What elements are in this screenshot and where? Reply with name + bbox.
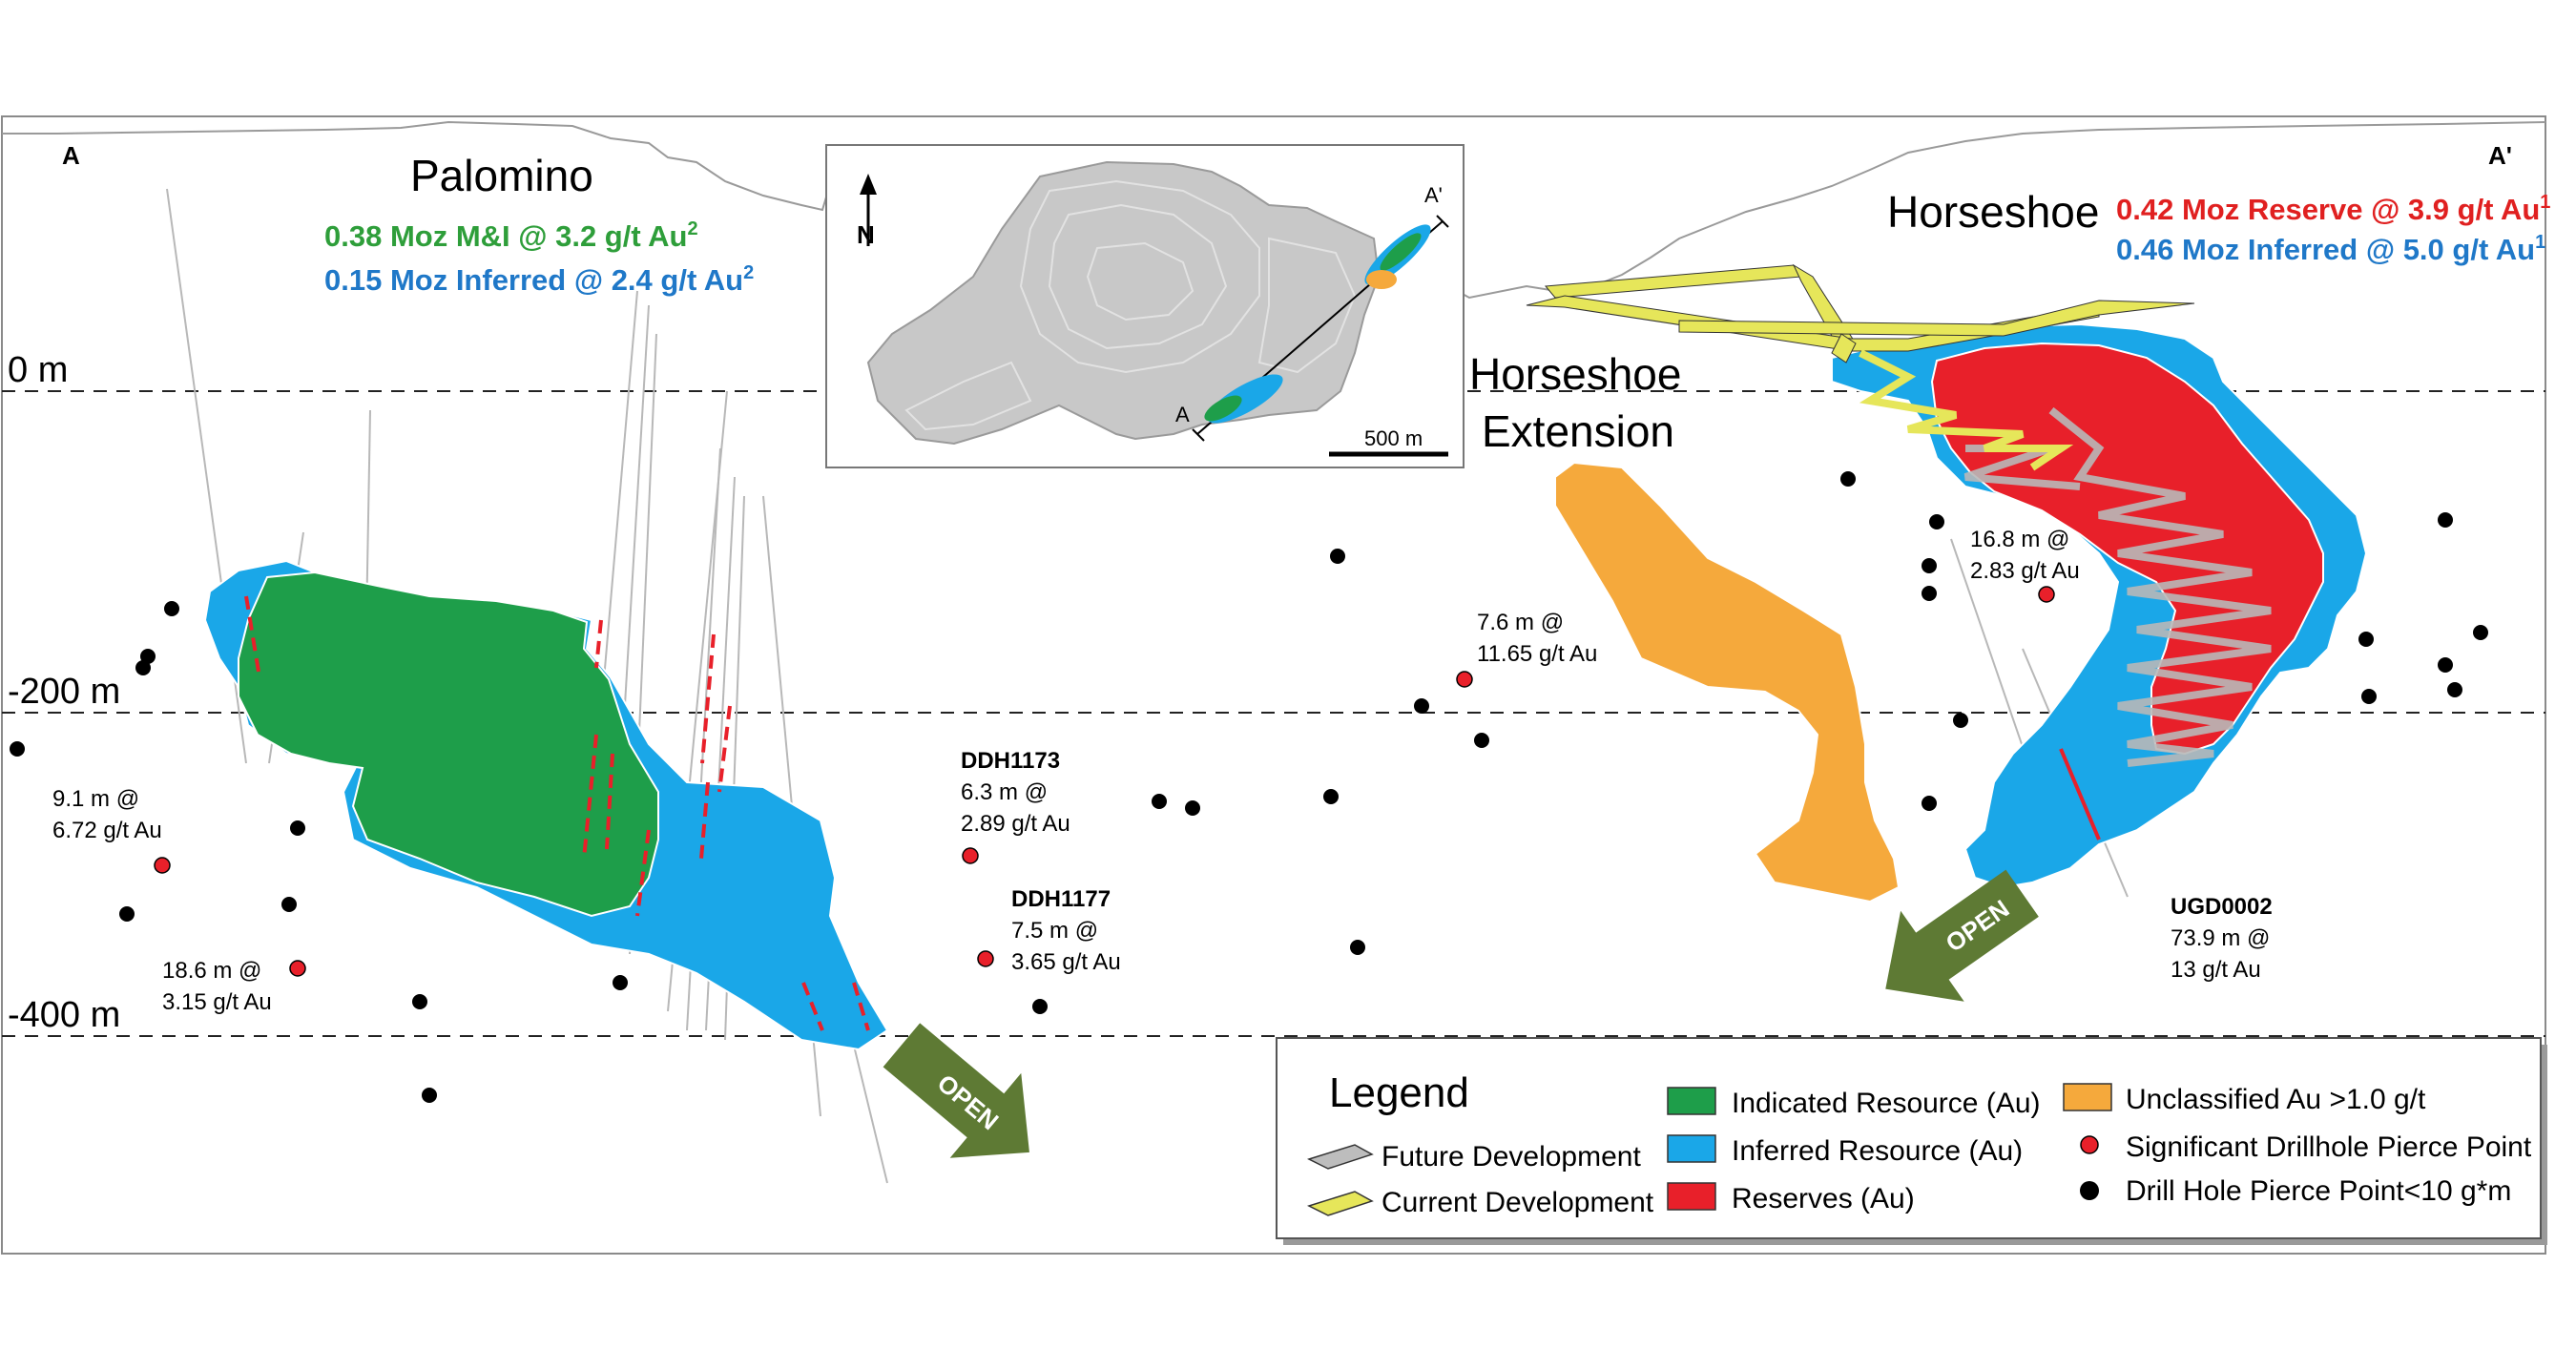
svg-text:11.65 g/t Au: 11.65 g/t Au — [1477, 641, 1597, 667]
legend-swatch-significant-pierce — [2080, 1135, 2099, 1154]
horseshoe-inferred-stat: 0.46 Moz Inferred @ 5.0 g/t Au1 — [2116, 232, 2545, 266]
svg-text:DDH1177: DDH1177 — [1011, 886, 1111, 912]
intercept-label-2: 18.6 m @ 3.15 g/t Au — [162, 958, 272, 1015]
palomino-significant-intercepts — [244, 595, 870, 1031]
legend-item-reserves: Reserves (Au) — [1667, 1182, 1915, 1214]
svg-text:7.5 m @: 7.5 m @ — [1011, 918, 1098, 944]
horseshoe-extension-title-line2: Extension — [1482, 406, 1674, 456]
inset-map: A A' N 500 m — [825, 144, 1465, 468]
legend-item-unclassified: Unclassified Au >1.0 g/t — [2063, 1083, 2426, 1115]
horseshoe-reserve-stat: 0.42 Moz Reserve @ 3.9 g/t Au1 — [2116, 192, 2550, 226]
svg-text:2.89 g/t Au: 2.89 g/t Au — [961, 811, 1070, 837]
horseshoe-extension-unclassified-shape — [1554, 461, 1901, 903]
inset-section-tick-aprime — [1436, 215, 1449, 228]
intercept-label-5: 7.6 m @ 11.65 g/t Au — [1477, 610, 1597, 667]
legend-item-future-development: Future Development — [1307, 1141, 1641, 1173]
legend-swatch-current — [1307, 1191, 1374, 1216]
section-end-a-prime: A' — [2488, 141, 2512, 170]
legend-swatch-indicated — [1667, 1087, 1716, 1115]
open-arrow-shape — [883, 1023, 1029, 1158]
intercept-label-ddh1177: DDH1177 7.5 m @ 3.65 g/t Au — [1011, 886, 1121, 975]
inset-horseshoe-orange — [1366, 270, 1397, 289]
legend-swatch-reserves — [1667, 1182, 1716, 1211]
palomino-indicated-shape — [238, 571, 659, 918]
intercept-label-1: 9.1 m @ 6.72 g/t Au — [52, 786, 162, 843]
svg-text:73.9 m @: 73.9 m @ — [2171, 925, 2270, 951]
depth-label-400m: -400 m — [8, 995, 120, 1035]
svg-text:3.15 g/t Au: 3.15 g/t Au — [162, 989, 272, 1015]
legend: Legend Future Development Current Develo… — [1276, 1037, 2547, 1245]
significant-pierce-points — [154, 586, 2055, 977]
north-label: N — [857, 220, 875, 249]
svg-text:2.83 g/t Au: 2.83 g/t Au — [1970, 558, 2080, 584]
svg-text:Drill Hole Pierce Point<10 g*m: Drill Hole Pierce Point<10 g*m — [2126, 1175, 2511, 1207]
svg-text:18.6 m @: 18.6 m @ — [162, 958, 261, 984]
svg-text:6.3 m @: 6.3 m @ — [961, 779, 1048, 805]
svg-text:9.1 m @: 9.1 m @ — [52, 786, 139, 812]
legend-item-significant-pierce: Significant Drillhole Pierce Point — [2080, 1131, 2532, 1163]
horseshoe-title: Horseshoe — [1887, 187, 2099, 237]
north-arrow-icon: N — [857, 174, 877, 249]
inset-pit-outline — [866, 160, 1381, 446]
palomino-inferred-stat: 0.15 Moz Inferred @ 2.4 g/t Au2 — [324, 262, 754, 297]
svg-text:3.65 g/t Au: 3.65 g/t Au — [1011, 949, 1121, 975]
horseshoe-extension-title-line1: Horseshoe — [1469, 349, 1681, 399]
horseshoe-future-development — [2048, 406, 2272, 767]
inset-scale-label: 500 m — [1364, 426, 1423, 450]
inset-scale-bar: 500 m — [1329, 426, 1448, 457]
horseshoe-current-development — [1526, 263, 2195, 471]
svg-text:Inferred Resource (Au): Inferred Resource (Au) — [1732, 1135, 2023, 1167]
svg-text:Reserves (Au): Reserves (Au) — [1732, 1183, 1915, 1214]
legend-item-indicated: Indicated Resource (Au) — [1667, 1087, 2041, 1119]
ugd0002-intercept — [2059, 748, 2101, 841]
inset-section-tick-a — [1192, 428, 1205, 442]
depth-label-200m: -200 m — [8, 672, 120, 712]
inset-end-a-prime: A' — [1424, 183, 1443, 207]
legend-swatch-future — [1307, 1144, 1374, 1170]
svg-text:Future Development: Future Development — [1381, 1141, 1641, 1173]
inset-palomino-green — [1204, 395, 1242, 422]
palomino-mi-stat: 0.38 Moz M&I @ 3.2 g/t Au2 — [324, 218, 698, 253]
intercept-label-ugd0002: UGD0002 73.9 m @ 13 g/t Au — [2171, 894, 2273, 983]
svg-text:Current Development: Current Development — [1381, 1187, 1654, 1218]
svg-text:DDH1173: DDH1173 — [961, 748, 1060, 774]
intercept-label-ddh1173: DDH1173 6.3 m @ 2.89 g/t Au — [961, 748, 1070, 837]
svg-text:Significant Drillhole Pierce P: Significant Drillhole Pierce Point — [2126, 1131, 2532, 1163]
legend-item-drill-pierce: Drill Hole Pierce Point<10 g*m — [2080, 1175, 2511, 1207]
legend-swatch-inferred — [1667, 1134, 1716, 1163]
legend-item-current-development: Current Development — [1307, 1187, 1654, 1218]
svg-text:Indicated Resource (Au): Indicated Resource (Au) — [1732, 1088, 2041, 1119]
inset-horseshoe-green — [1380, 233, 1422, 271]
section-end-a: A — [62, 141, 80, 170]
svg-text:7.6 m @: 7.6 m @ — [1477, 610, 1564, 635]
svg-text:6.72 g/t Au: 6.72 g/t Au — [52, 818, 162, 843]
svg-text:Unclassified Au >1.0 g/t: Unclassified Au >1.0 g/t — [2126, 1084, 2426, 1115]
svg-text:16.8 m @: 16.8 m @ — [1970, 527, 2069, 552]
legend-box — [1276, 1037, 2542, 1239]
svg-text:UGD0002: UGD0002 — [2171, 894, 2273, 920]
intercept-label-6: 16.8 m @ 2.83 g/t Au — [1970, 527, 2080, 584]
legend-swatch-unclassified — [2063, 1083, 2112, 1111]
legend-item-inferred: Inferred Resource (Au) — [1667, 1134, 2023, 1167]
depth-label-0m: 0 m — [8, 350, 68, 390]
inset-end-a: A — [1175, 403, 1190, 426]
palomino-title: Palomino — [410, 151, 593, 200]
open-arrow-shape — [1885, 869, 2039, 1002]
legend-title: Legend — [1329, 1069, 1469, 1116]
drill-hole-pierce-points — [10, 471, 2488, 1103]
svg-text:13 g/t Au: 13 g/t Au — [2171, 957, 2261, 983]
legend-swatch-drill-pierce — [2080, 1181, 2099, 1200]
inset-pit-contours — [904, 179, 1357, 431]
